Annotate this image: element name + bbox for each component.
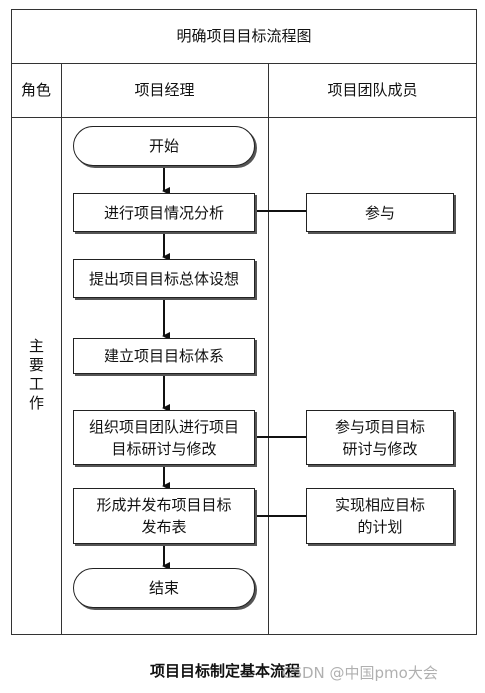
row-label-text: 主要工作 — [27, 338, 45, 414]
step-analyze: 进行项目情况分析 — [73, 193, 255, 232]
header-role: 角色 — [20, 81, 51, 99]
step-build: 建立项目目标体系 — [73, 338, 255, 374]
team-participate-discuss: 参与项目目标 研讨与修改 — [306, 410, 454, 465]
diagram-title: 明确项目目标流程图 — [176, 27, 312, 45]
manager-column-divider — [268, 63, 269, 635]
header-team: 项目团队成员 — [327, 81, 418, 99]
flowchart-frame — [11, 9, 477, 635]
row-label-main-work: 主要工作 — [11, 117, 61, 635]
role-column-divider — [61, 63, 62, 635]
team-participate: 参与 — [306, 193, 454, 232]
watermark: CSDN @中国pmo大会 — [282, 664, 438, 682]
end-node: 结束 — [73, 568, 255, 608]
step-publish: 形成并发布项目目标 发布表 — [73, 488, 255, 544]
header-manager: 项目经理 — [134, 81, 195, 99]
diagram-caption: 项目目标制定基本流程 — [150, 662, 301, 680]
step-discuss: 组织项目团队进行项目 目标研讨与修改 — [73, 410, 255, 465]
start-node: 开始 — [73, 126, 255, 166]
header-divider — [11, 117, 477, 118]
title-divider — [11, 63, 477, 64]
team-plan: 实现相应目标 的计划 — [306, 488, 454, 544]
step-propose: 提出项目目标总体设想 — [73, 259, 255, 298]
